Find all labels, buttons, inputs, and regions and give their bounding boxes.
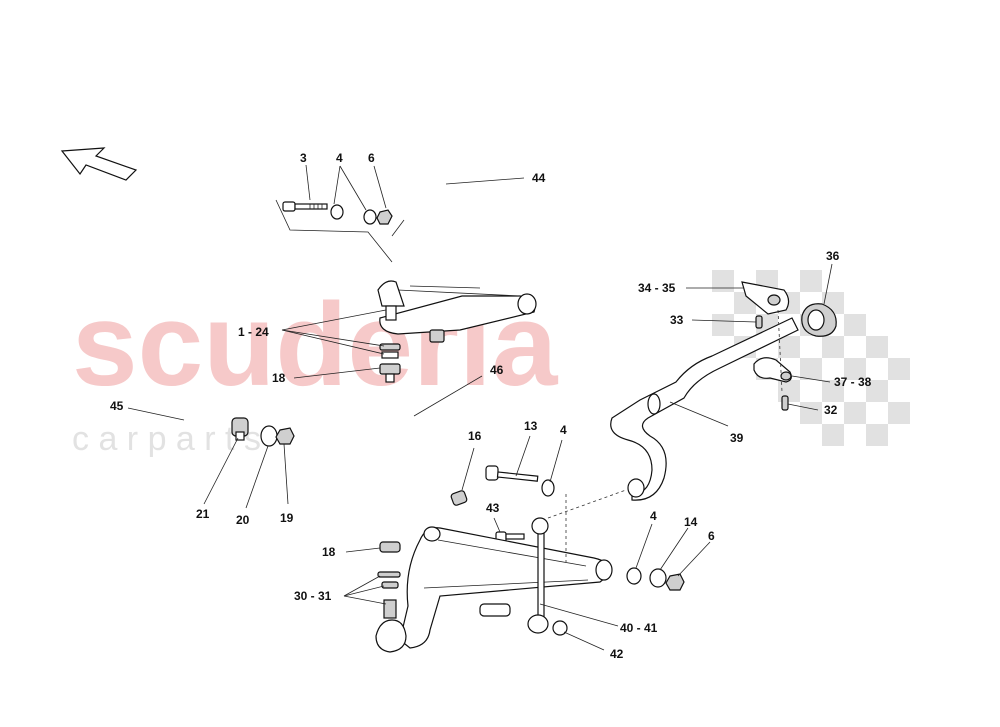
clip-part	[377, 571, 401, 578]
label-4: 4	[336, 151, 343, 165]
label-3: 3	[300, 151, 307, 165]
arrow-up-left-icon	[60, 147, 138, 181]
label-33: 33	[670, 313, 684, 327]
washer-part	[541, 479, 555, 497]
label-4: 4	[650, 509, 657, 523]
nut-part	[379, 363, 401, 383]
nut-part	[376, 209, 393, 225]
label-30-31: 30 - 31	[294, 589, 332, 603]
bolt-part	[485, 465, 539, 482]
label-43: 43	[486, 501, 500, 515]
lower-control-arm	[399, 526, 613, 649]
label-34-35: 34 - 35	[638, 281, 676, 295]
bushing-part	[231, 417, 249, 441]
label-6: 6	[708, 529, 715, 543]
label-18: 18	[272, 371, 286, 385]
washer-part	[330, 204, 344, 220]
label-46: 46	[490, 363, 504, 377]
label-20: 20	[236, 513, 250, 527]
washer-part	[363, 209, 377, 225]
washer-part	[260, 425, 278, 447]
label-39: 39	[730, 431, 744, 445]
label-42: 42	[610, 647, 624, 661]
screw-part	[781, 395, 789, 411]
label-36: 36	[826, 249, 840, 263]
label-1-24: 1 - 24	[238, 325, 269, 339]
retainer-part	[379, 343, 401, 351]
label-21: 21	[196, 507, 210, 521]
label-16: 16	[468, 429, 482, 443]
clamp-bracket-part	[741, 281, 790, 315]
bushing-part	[801, 303, 837, 337]
washer-part	[626, 567, 642, 585]
washer-part	[649, 568, 667, 588]
nut-part	[665, 573, 685, 591]
screw-part	[755, 315, 763, 329]
clip-part	[381, 581, 399, 589]
watermark-tagline: c a r p a r t s	[72, 420, 261, 458]
label-40-41: 40 - 41	[620, 621, 658, 635]
label-44: 44	[532, 171, 546, 185]
stabilizer-bar	[610, 317, 799, 501]
label-45: 45	[110, 399, 124, 413]
bolt-part	[282, 201, 328, 212]
plug-part	[450, 490, 468, 506]
upper-control-arm	[377, 280, 537, 343]
retainer-part	[379, 541, 401, 553]
label-6: 6	[368, 151, 375, 165]
label-37-38: 37 - 38	[834, 375, 872, 389]
label-14: 14	[684, 515, 698, 529]
spacer-part	[381, 351, 399, 359]
label-18: 18	[322, 545, 336, 559]
label-19: 19	[280, 511, 294, 525]
ball-joint-part	[375, 599, 407, 653]
label-4: 4	[560, 423, 567, 437]
nut-part	[275, 427, 295, 445]
stabilizer-link	[527, 517, 568, 636]
label-13: 13	[524, 419, 538, 433]
label-32: 32	[824, 403, 838, 417]
